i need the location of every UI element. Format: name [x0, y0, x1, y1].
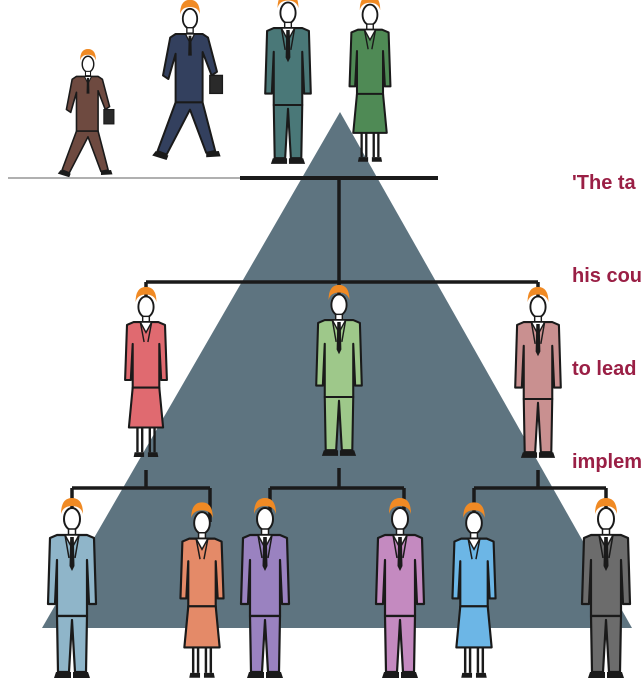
walking-man-navy-figure [152, 0, 224, 160]
walking-man-brown-figure [57, 49, 115, 178]
top-woman-green-figure [348, 0, 392, 162]
mid-man-green-figure [315, 284, 363, 456]
bottom-man-gray-figure [580, 498, 632, 678]
mid-woman-red-figure [124, 286, 168, 457]
bottom-man-violet-figure [374, 498, 426, 678]
bottom-man-blue-figure [46, 498, 98, 678]
quote-line-2: his cou [572, 265, 642, 287]
bottom-woman-skyblue-figure [451, 502, 497, 678]
bottom-man-purple-figure [239, 498, 291, 678]
top-man-teal-figure [264, 0, 312, 164]
pull-quote: 'The ta his cou to lead implem [572, 106, 642, 509]
quote-line-1: 'The ta [572, 172, 636, 194]
org-chart-connectors [70, 178, 608, 522]
bottom-woman-orange-figure [179, 502, 225, 678]
mid-man-rose-figure [514, 286, 562, 458]
quote-line-3: to lead [572, 358, 637, 380]
quote-line-4: implem [572, 451, 642, 473]
